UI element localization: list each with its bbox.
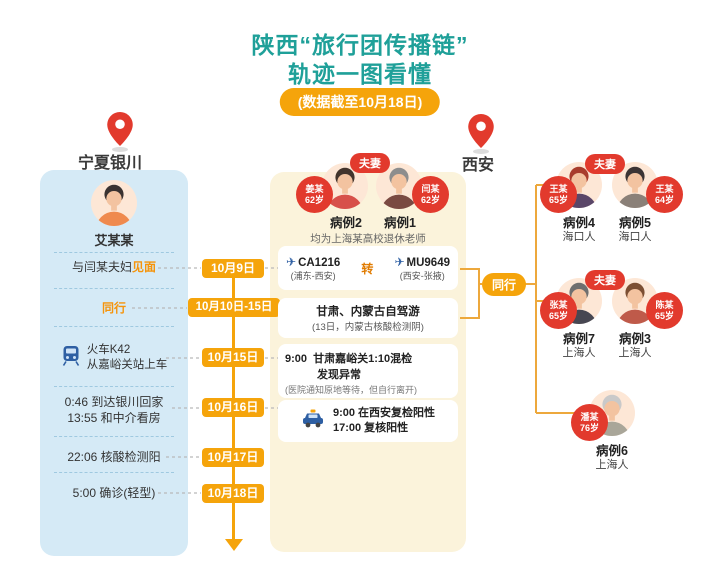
person-name: 陈某 <box>655 299 674 310</box>
origin-label: 上海人 <box>562 347 596 359</box>
date-badge-oct16: 10月16日 <box>202 398 264 417</box>
person-name: 姜某 <box>305 183 324 194</box>
flight-2: ✈MU9649 (西安-张掖) <box>394 255 450 282</box>
road-trip-sub: (13日，内蒙古核酸检测阴) <box>312 322 424 333</box>
name-badge-case3: 陈某 65岁 <box>646 292 683 329</box>
together-badge: 同行 <box>482 273 527 296</box>
origin-label: 上海人 <box>618 347 652 359</box>
checkpoint-time: 9:00 <box>285 353 308 365</box>
case-label-7: 病例7 <box>563 332 595 346</box>
couple-badge: 夫妻 <box>350 153 390 173</box>
checkpoint-box: 9:00 甘肃嘉峪关1:10混检 发现异常 (医院通知原地等待，但自行离开) <box>278 344 458 398</box>
person-age: 62岁 <box>304 194 324 205</box>
couple-badge: 夫妻 <box>585 154 625 174</box>
origin-label: 上海人 <box>595 459 629 471</box>
date-badge-oct9: 10月9日 <box>202 259 264 278</box>
person-name: 潘某 <box>580 411 599 422</box>
case-label-5: 病例5 <box>619 216 651 230</box>
case-label-3: 病例3 <box>619 332 651 346</box>
flight-2-route: (西安-张掖) <box>399 270 445 281</box>
name-badge-case7: 张某 65岁 <box>540 292 577 329</box>
case-label-1: 病例1 <box>384 216 416 230</box>
name-badge-case6: 潘某 76岁 <box>571 404 608 441</box>
person-age: 65岁 <box>654 310 674 321</box>
event-test-positive: 22:06 核酸检测阳 <box>67 450 161 464</box>
plane-icon: ✈ <box>286 254 297 269</box>
page-title-line1: 陕西“旅行团传播链” <box>251 32 469 58</box>
avatar-ai <box>91 180 137 226</box>
person-name: 王某 <box>655 183 674 194</box>
timeline-arrow-icon <box>225 539 243 551</box>
case-label-6: 病例6 <box>596 444 628 458</box>
origin-label: 海口人 <box>562 231 596 243</box>
person-name: 王某 <box>549 183 568 194</box>
data-cutoff-badge: (数据截至10月18日) <box>279 88 441 116</box>
couple-note: 均为上海某高校退休老师 <box>310 233 426 245</box>
person-name: 闫某 <box>421 183 440 194</box>
person-name-ai: 艾某某 <box>94 233 134 248</box>
flight-2-number: MU9649 <box>406 256 450 269</box>
date-badge-oct18: 10月18日 <box>202 484 264 503</box>
person-age: 65岁 <box>548 310 568 321</box>
divider <box>54 386 174 387</box>
plane-icon: ✈ <box>394 254 405 269</box>
divider <box>54 288 174 289</box>
arrive-line2: 13:55 和中介看房 <box>67 411 161 425</box>
person-age: 76岁 <box>579 422 599 433</box>
case-label-4: 病例4 <box>563 216 595 230</box>
taxi-icon <box>301 409 325 434</box>
person-age: 65岁 <box>548 194 568 205</box>
road-trip-box: 甘肃、内蒙古自驾游 (13日，内蒙古核酸检测阴) <box>278 298 458 338</box>
xian-recheck-box: 9:00 在西安复检阳性 17:00 复核阳性 <box>278 400 458 442</box>
map-pin-icon <box>107 112 133 151</box>
transfer-label: 转 <box>361 261 374 276</box>
event-train: 火车K42 从嘉峪关站上车 <box>48 338 180 378</box>
person-age: 64岁 <box>654 194 674 205</box>
name-badge-case5: 王某 64岁 <box>646 176 683 213</box>
map-pin-icon <box>468 114 494 153</box>
flight-info-box: ✈CA1216 (浦东-西安) 转 ✈MU9649 (西安-张掖) <box>278 246 458 290</box>
checkpoint-abnormal: 发现异常 <box>317 369 361 381</box>
divider <box>54 252 174 253</box>
train-icon <box>61 345 81 372</box>
date-badge-oct15: 10月15日 <box>202 348 264 367</box>
pin-shadow <box>112 147 128 152</box>
divider <box>54 472 174 473</box>
train-boarding: 从嘉峪关站上车 <box>86 359 168 371</box>
page-title-line2: 轨迹一图看懂 <box>288 61 432 87</box>
date-badge-oct10-15: 10月10日-15日 <box>188 298 280 317</box>
train-number: 火车K42 <box>86 344 131 356</box>
road-trip-main: 甘肃、内蒙古自驾游 <box>316 306 420 318</box>
flight-1-route: (浦东-西安) <box>290 270 336 281</box>
location-label-yinchuan: 宁夏银川 <box>78 155 143 172</box>
couple-badge: 夫妻 <box>585 270 625 290</box>
recheck-line2: 17:00 复核阳性 <box>332 422 409 434</box>
event-confirmed: 5:00 确诊(轻型) <box>72 486 156 500</box>
event-meet-highlight: 见面 <box>132 260 157 274</box>
person-name: 张某 <box>549 299 568 310</box>
divider <box>54 326 174 327</box>
date-badge-oct17: 10月17日 <box>202 448 264 467</box>
event-together: 同行 <box>101 301 126 315</box>
recheck-line1: 9:00 在西安复检阳性 <box>332 407 436 419</box>
pin-shadow <box>473 149 489 154</box>
event-meet: 与闫某夫妇见面 <box>44 259 184 275</box>
event-arrive-home: 0:46 到达银川回家 13:55 和中介看房 <box>44 394 184 426</box>
name-badge-case2: 姜某 62岁 <box>296 176 333 213</box>
case-label-2: 病例2 <box>330 216 362 230</box>
event-meet-text: 与闫某夫妇 <box>71 260 132 274</box>
checkpoint-text: 甘肃嘉峪关1:10混检 <box>313 353 413 365</box>
checkpoint-sub: (医院通知原地等待，但自行离开) <box>285 385 417 395</box>
origin-label: 海口人 <box>618 231 652 243</box>
arrive-line1: 0:46 到达银川回家 <box>64 395 164 409</box>
name-badge-case4: 王某 65岁 <box>540 176 577 213</box>
location-label-xian: 西安 <box>462 157 495 174</box>
divider <box>54 436 174 437</box>
flight-1: ✈CA1216 (浦东-西安) <box>286 255 340 282</box>
name-badge-case1: 闫某 62岁 <box>412 176 449 213</box>
person-age: 62岁 <box>420 194 440 205</box>
flight-1-number: CA1216 <box>298 256 341 269</box>
